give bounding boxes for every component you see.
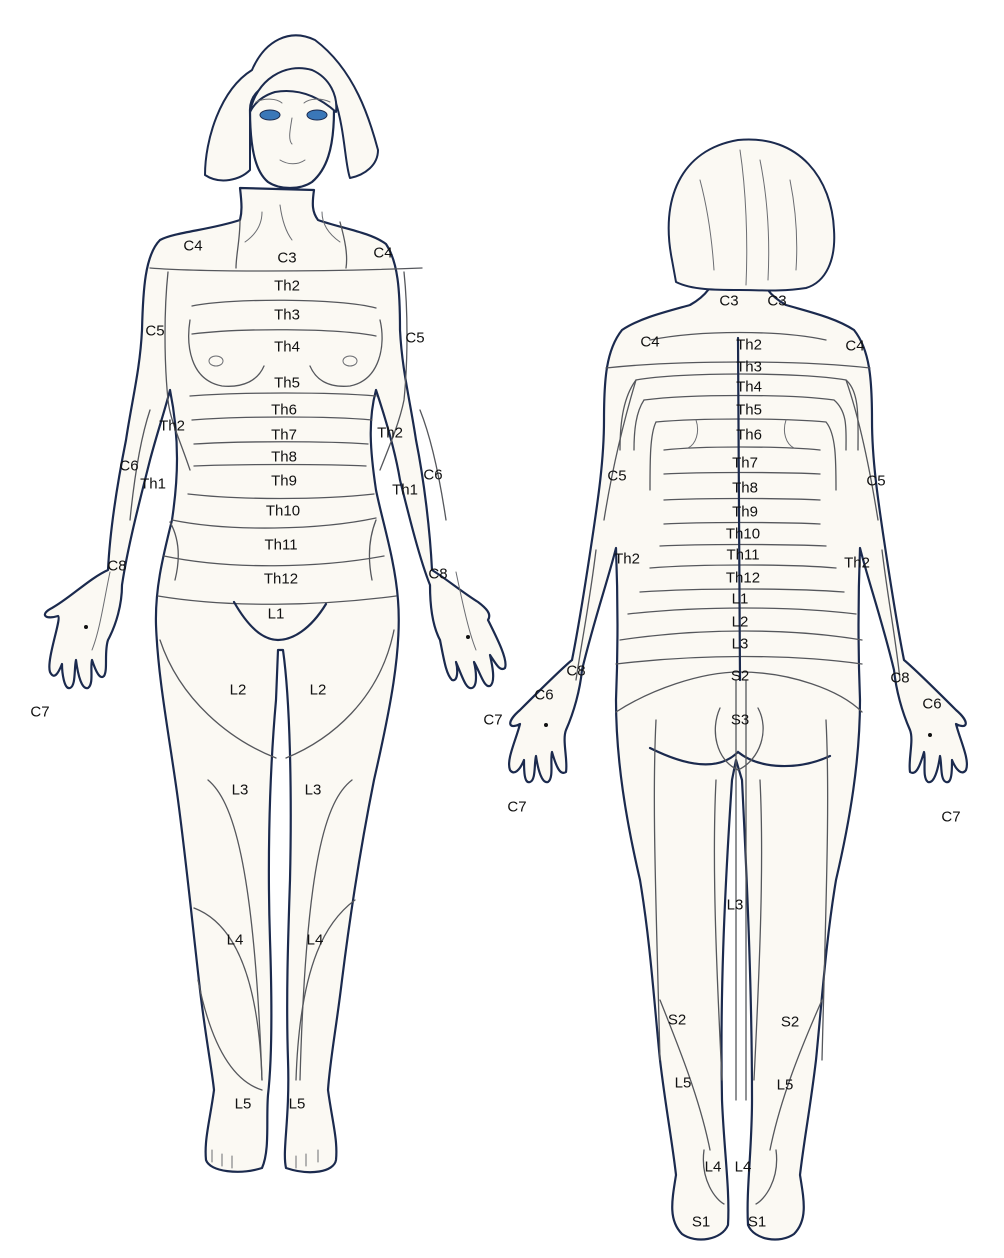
front-label-c3: C3 — [277, 251, 296, 266]
front-label-th7: Th7 — [271, 428, 297, 443]
front-label-l4-left: L4 — [227, 933, 244, 948]
left-eye-icon — [260, 110, 280, 120]
front-label-c5-right: C5 — [405, 331, 424, 346]
back-label-c6-right: C6 — [922, 697, 941, 712]
back-label-c7-left-lower: C7 — [507, 800, 526, 815]
front-label-th6: Th6 — [271, 403, 297, 418]
back-label-s1-right: S1 — [748, 1215, 766, 1230]
back-right-hand-dot — [928, 733, 932, 737]
front-body-figure — [45, 35, 506, 1172]
back-label-th2-arm-right: Th2 — [844, 556, 870, 571]
front-label-th8: Th8 — [271, 450, 297, 465]
back-label-s2-right: S2 — [781, 1015, 799, 1030]
back-label-th10: Th10 — [726, 527, 760, 542]
back-label-c5-right: C5 — [866, 474, 885, 489]
back-label-th2-arm-left: Th2 — [614, 552, 640, 567]
front-label-th12: Th12 — [264, 572, 298, 587]
front-label-l3-left: L3 — [232, 783, 249, 798]
back-label-c7-left-upper: C7 — [483, 713, 502, 728]
back-label-s2: S2 — [731, 669, 749, 684]
front-body-outline — [45, 188, 506, 1172]
front-label-c4-right: C4 — [373, 246, 392, 261]
back-label-th12: Th12 — [726, 571, 760, 586]
front-label-l5-left: L5 — [235, 1097, 252, 1112]
front-label-c6-left: C6 — [119, 459, 138, 474]
front-label-th9: Th9 — [271, 474, 297, 489]
back-label-c3-right: C3 — [767, 294, 786, 309]
front-label-l1: L1 — [268, 607, 285, 622]
front-label-th2-arm-right: Th2 — [377, 426, 403, 441]
front-label-l5-right: L5 — [289, 1097, 306, 1112]
back-label-th2: Th2 — [736, 338, 762, 353]
back-label-c3-left: C3 — [719, 294, 738, 309]
back-label-th11: Th11 — [726, 548, 759, 563]
back-label-th3: Th3 — [736, 360, 762, 375]
back-label-th8: Th8 — [732, 481, 758, 496]
front-label-th11: Th11 — [264, 538, 297, 553]
back-label-th4: Th4 — [736, 380, 762, 395]
back-label-c4-right: C4 — [845, 339, 864, 354]
front-label-c8-right: C8 — [428, 567, 447, 582]
back-label-th7: Th7 — [732, 456, 758, 471]
front-label-c5-left: C5 — [145, 324, 164, 339]
back-label-th5: Th5 — [736, 403, 762, 418]
front-label-l4-right: L4 — [307, 933, 324, 948]
front-right-hand-dot — [466, 635, 470, 639]
back-label-l5-right: L5 — [777, 1078, 794, 1093]
front-left-hand-dot — [84, 625, 88, 629]
front-label-l3-right: L3 — [305, 783, 322, 798]
back-hair — [669, 139, 835, 290]
back-label-s2-left: S2 — [668, 1013, 686, 1028]
front-label-th2: Th2 — [274, 279, 300, 294]
front-label-th1-left: Th1 — [140, 477, 166, 492]
back-label-l1: L1 — [732, 592, 749, 607]
back-label-c5-left: C5 — [607, 469, 626, 484]
front-label-th5: Th5 — [274, 376, 300, 391]
back-label-c4-left: C4 — [640, 335, 659, 350]
back-label-c8-right: C8 — [890, 671, 909, 686]
back-label-l5-left: L5 — [675, 1076, 692, 1091]
front-label-th4: Th4 — [274, 340, 300, 355]
front-label-l2-right: L2 — [310, 683, 327, 698]
back-label-th6: Th6 — [736, 428, 762, 443]
front-label-c8-left: C8 — [107, 559, 126, 574]
front-label-l2-left: L2 — [230, 683, 247, 698]
front-label-c6-right: C6 — [423, 468, 442, 483]
back-label-s3: S3 — [731, 713, 749, 728]
back-label-c6-left: C6 — [534, 688, 553, 703]
front-label-th2-arm-left: Th2 — [159, 419, 185, 434]
back-label-c8-left: C8 — [566, 664, 585, 679]
front-label-c4-left: C4 — [183, 239, 202, 254]
back-label-l3-leg: L3 — [727, 898, 744, 913]
back-label-l2: L2 — [732, 615, 749, 630]
front-label-th1-right: Th1 — [392, 483, 418, 498]
back-label-th9: Th9 — [732, 505, 758, 520]
back-left-hand-dot — [544, 723, 548, 727]
front-label-th3: Th3 — [274, 308, 300, 323]
back-label-s1-left: S1 — [692, 1215, 710, 1230]
back-label-l4-left: L4 — [705, 1160, 722, 1175]
back-label-c7-right: C7 — [941, 810, 960, 825]
front-label-c7-left: C7 — [30, 705, 49, 720]
right-eye-icon — [307, 110, 327, 120]
back-label-l3: L3 — [732, 637, 749, 652]
front-label-th10: Th10 — [266, 504, 300, 519]
back-label-l4-right: L4 — [735, 1160, 752, 1175]
